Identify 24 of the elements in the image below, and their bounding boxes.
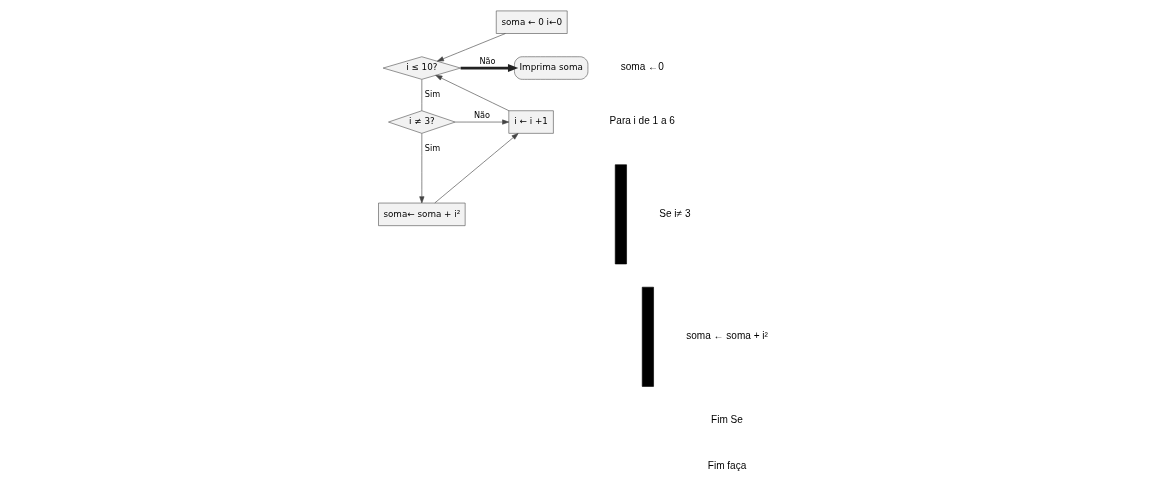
node-diamond: i ≠ 3? (387, 110, 455, 134)
node-bar (614, 164, 627, 265)
node-box: i ← i +1 (508, 110, 554, 134)
node-box: soma← soma + i² (377, 202, 465, 226)
edge-label: Não (478, 55, 496, 66)
label: soma ← soma + i² (685, 330, 768, 342)
arrow (460, 64, 518, 73)
connector (421, 79, 422, 111)
label: Fim faça (707, 460, 746, 472)
arrow (434, 75, 509, 111)
label: Fim Se (710, 414, 743, 426)
edge-label: Sim (424, 89, 440, 100)
edge-label: Sim (424, 143, 440, 154)
arrow (454, 119, 509, 125)
arrow (433, 133, 518, 204)
arrow (436, 33, 506, 62)
label: soma ←0 (620, 61, 664, 73)
edge-label: Não (473, 109, 490, 120)
node-box: Imprima soma (513, 56, 588, 80)
arrow (418, 133, 424, 204)
label: Se i≠ 3 (658, 207, 690, 219)
node-box: soma ← 0 i←0 (495, 10, 568, 34)
label: Para i de 1 a 6 (609, 115, 675, 127)
node-bar (641, 286, 654, 387)
